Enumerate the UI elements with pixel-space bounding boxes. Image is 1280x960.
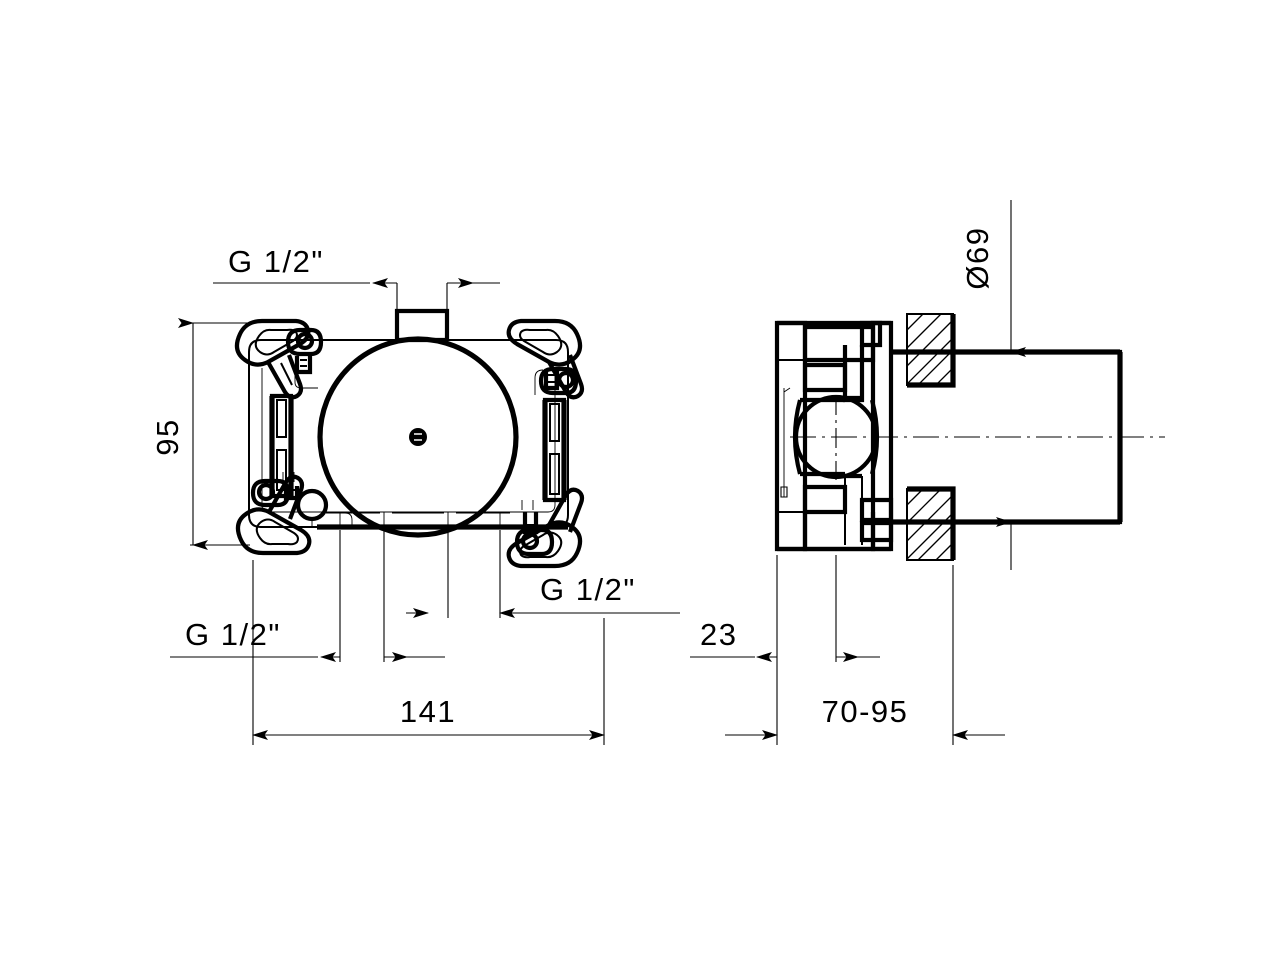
valve-body	[774, 320, 894, 552]
dim-diameter-label: Ø69	[960, 226, 995, 289]
corner-brackets	[234, 318, 585, 569]
dim-height-label: 95	[150, 418, 185, 455]
front-view: 95 G 1/2" G 1/2" G 1/2"	[150, 244, 680, 745]
callout-top-thread: G 1/2"	[213, 244, 500, 316]
dimension-wall-offset-23: 23	[690, 555, 880, 662]
label-top-thread: G 1/2"	[228, 244, 324, 279]
dim-depth-label: 70-95	[822, 694, 909, 729]
wall-section-lower	[906, 486, 956, 561]
top-inlet-stub	[394, 308, 450, 343]
bracket-top-right	[506, 318, 585, 400]
callout-bottom-right-thread: G 1/2"	[406, 530, 680, 618]
dimension-depth-70-95: 70-95	[725, 565, 1005, 745]
label-bottom-left-thread: G 1/2"	[185, 617, 281, 652]
side-rails	[269, 393, 567, 503]
dimension-width-141: 141	[252, 560, 605, 745]
callout-bottom-left-thread: G 1/2"	[170, 530, 445, 662]
section-view: Ø69 23 70-95	[690, 200, 1165, 745]
dimension-diameter-69: Ø69	[960, 200, 1026, 570]
label-bottom-right-thread: G 1/2"	[540, 572, 636, 607]
bracket-bottom-right	[506, 487, 585, 569]
wall-section-upper	[906, 313, 956, 388]
dim-width-label: 141	[400, 694, 456, 729]
centerline	[790, 395, 1165, 480]
dimension-height-95: 95	[150, 318, 255, 550]
bottom-outlet-notches	[317, 512, 568, 530]
dim-wall-offset-label: 23	[700, 617, 737, 652]
